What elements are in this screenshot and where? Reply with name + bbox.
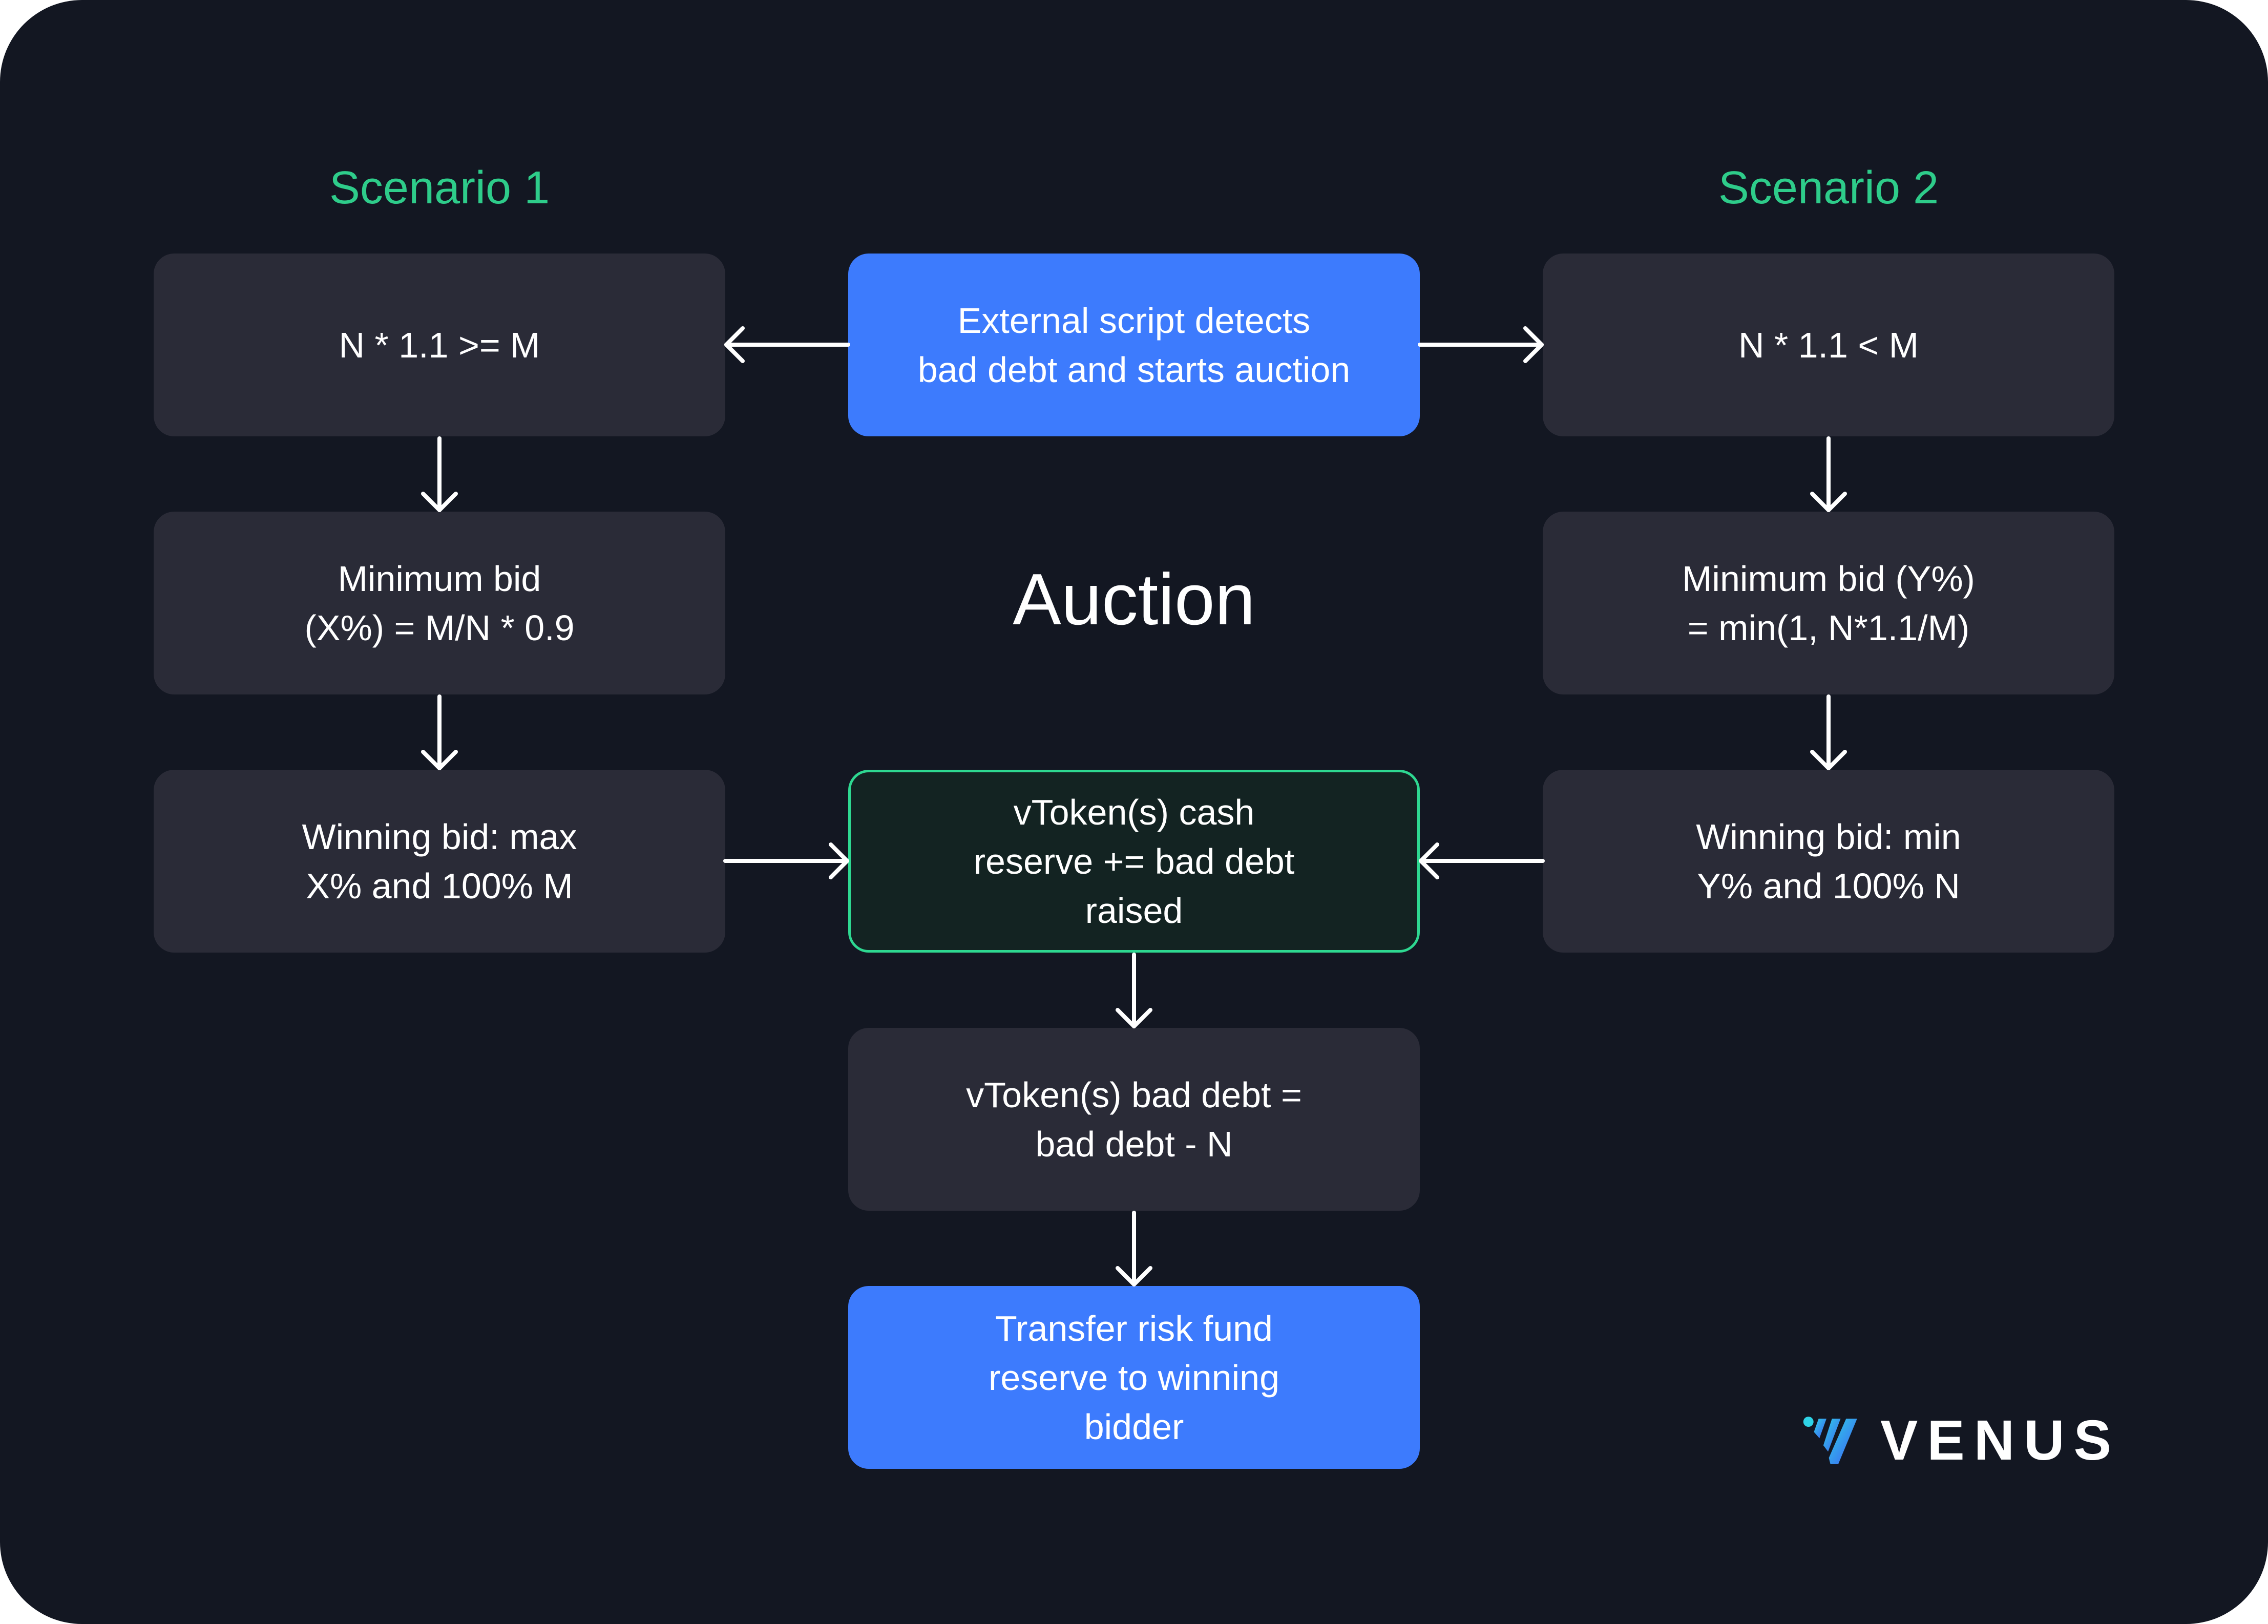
start-auction-box: External script detects bad debt and sta… (848, 254, 1420, 436)
cash-reserve-box: vToken(s) cash reserve += bad debt raise… (848, 770, 1420, 953)
arrow-s1-min-bid-to-winning-bid (421, 694, 458, 770)
scenario-1-condition-box: N * 1.1 >= M (154, 254, 725, 436)
arrow-s2-min-bid-to-winning-bid (1810, 694, 1847, 770)
start-auction-text: External script detects bad debt and sta… (917, 300, 1351, 390)
venus-logo: VENUS (1803, 1406, 2120, 1475)
arrow-s2-winning-bid-to-cash-reserve (1419, 842, 1545, 879)
scenario-1-condition-text: N * 1.1 >= M (339, 325, 540, 365)
cash-reserve-text: vToken(s) cash reserve += bad debt raise… (973, 792, 1295, 931)
bad-debt-box: vToken(s) bad debt = bad debt - N (848, 1028, 1420, 1211)
scenario-1-heading: Scenario 1 (329, 162, 550, 214)
arrow-s2-condition-to-min-bid (1810, 436, 1847, 512)
transfer-risk-fund-text: Transfer risk fund reserve to winning bi… (988, 1308, 1280, 1447)
scenario-2-minimum-bid-text: Minimum bid (Y%) = min(1, N*1.1/M) (1682, 558, 1975, 648)
arrow-s1-condition-to-min-bid (421, 436, 458, 512)
scenario-1-minimum-bid-box: Minimum bid (X%) = M/N * 0.9 (154, 512, 725, 694)
venus-logo-wordmark: VENUS (1880, 1408, 2120, 1472)
scenario-2-condition-box: N * 1.1 < M (1543, 254, 2114, 436)
venus-logo-icon (1803, 1417, 1857, 1464)
scenario-2-condition-text: N * 1.1 < M (1738, 325, 1919, 365)
auction-title: Auction (1013, 559, 1255, 640)
scenario-2-minimum-bid-box: Minimum bid (Y%) = min(1, N*1.1/M) (1543, 512, 2114, 694)
scenario-1-winning-bid-box: Winning bid: max X% and 100% M (154, 770, 725, 953)
arrow-s1-winning-bid-to-cash-reserve (723, 842, 849, 879)
arrow-start-to-scenario-2 (1418, 326, 1544, 363)
transfer-risk-fund-box: Transfer risk fund reserve to winning bi… (848, 1286, 1420, 1469)
bad-debt-text: vToken(s) bad debt = bad debt - N (966, 1074, 1302, 1164)
scenario-1-winning-bid-text: Winning bid: max X% and 100% M (302, 816, 577, 906)
arrow-cash-reserve-to-bad-debt (1116, 953, 1152, 1028)
arrow-bad-debt-to-transfer (1116, 1211, 1152, 1286)
scenario-2-winning-bid-box: Winning bid: min Y% and 100% N (1543, 770, 2114, 953)
scenario-2-winning-bid-text: Winning bid: min Y% and 100% N (1696, 816, 1961, 906)
scenario-1-minimum-bid-text: Minimum bid (X%) = M/N * 0.9 (304, 558, 575, 648)
arrow-start-to-scenario-1 (724, 326, 850, 363)
scenario-2-heading: Scenario 2 (1718, 162, 1939, 214)
